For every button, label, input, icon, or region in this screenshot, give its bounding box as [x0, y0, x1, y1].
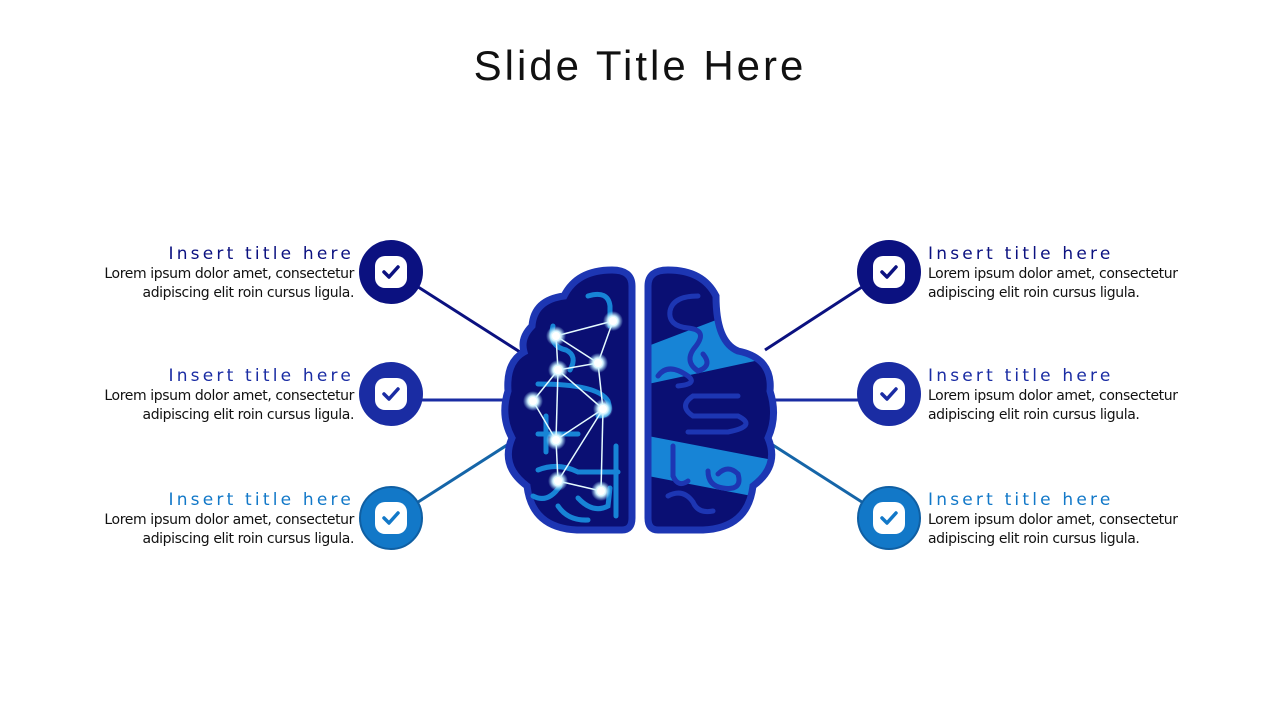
item-description-line2: adipiscing elit roin cursus ligula.	[142, 285, 355, 301]
left-item-middle: Insert title here Lorem ipsum dolor amet…	[54, 365, 354, 425]
item-title: Insert title here	[168, 490, 354, 510]
item-description-line2: adipiscing elit roin cursus ligula.	[928, 407, 1140, 423]
item-description-line2: adipiscing elit roin cursus ligula.	[142, 531, 355, 547]
check-icon	[382, 387, 400, 401]
item-title: Insert title here	[168, 366, 354, 386]
item-description-line2: adipiscing elit roin cursus ligula.	[928, 285, 1140, 301]
item-title: Insert title here	[928, 244, 1114, 264]
right-item-middle: Insert title here Lorem ipsum dolor amet…	[928, 365, 1228, 425]
left-item-top: Insert title here Lorem ipsum dolor amet…	[54, 243, 354, 303]
item-title: Insert title here	[928, 490, 1114, 510]
left-hemisphere	[501, 266, 636, 534]
item-description-line2: adipiscing elit roin cursus ligula.	[142, 407, 355, 423]
check-badge-left-top	[359, 240, 423, 304]
check-icon	[382, 511, 400, 525]
item-description-line1: Lorem ipsum dolor amet, consectetur	[104, 388, 354, 404]
check-icon	[880, 387, 898, 401]
item-title: Insert title here	[168, 244, 354, 264]
check-badge-right-middle	[857, 362, 921, 426]
check-badge-right-top	[857, 240, 921, 304]
check-badge-right-bottom	[857, 486, 921, 550]
slide-title: Slide Title Here	[473, 42, 807, 89]
item-description-line1: Lorem ipsum dolor amet, consectetur	[928, 388, 1178, 404]
right-item-bottom: Insert title here Lorem ipsum dolor amet…	[928, 489, 1228, 549]
brain-icon	[501, 266, 777, 534]
right-item-top: Insert title here Lorem ipsum dolor amet…	[928, 243, 1228, 303]
item-description-line1: Lorem ipsum dolor amet, consectetur	[928, 512, 1178, 528]
right-hemisphere	[644, 266, 777, 534]
item-description-line1: Lorem ipsum dolor amet, consectetur	[104, 512, 354, 528]
left-item-bottom: Insert title here Lorem ipsum dolor amet…	[54, 489, 354, 549]
item-description-line1: Lorem ipsum dolor amet, consectetur	[104, 266, 354, 282]
check-icon	[880, 511, 898, 525]
item-description-line2: adipiscing elit roin cursus ligula.	[928, 531, 1140, 547]
item-description-line1: Lorem ipsum dolor amet, consectetur	[928, 266, 1178, 282]
check-icon	[880, 265, 898, 279]
check-badge-left-middle	[359, 362, 423, 426]
check-icon	[382, 265, 400, 279]
network-nodes	[523, 311, 623, 501]
item-title: Insert title here	[928, 366, 1114, 386]
check-badge-left-bottom	[359, 486, 423, 550]
